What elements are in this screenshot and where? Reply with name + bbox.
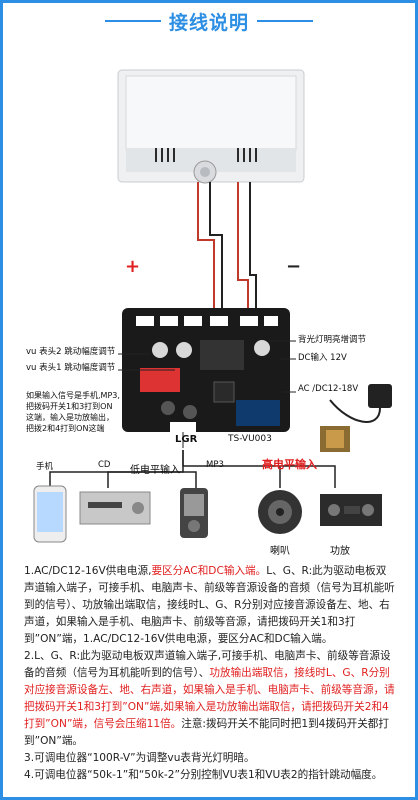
driver-board bbox=[122, 308, 290, 432]
minus-sign: − bbox=[286, 256, 301, 277]
transformer bbox=[320, 426, 350, 452]
instructions: 1.AC/DC12-16V供电电源,要区分AC和DC输入端。L、G、R:此为驱动… bbox=[24, 563, 396, 784]
signal-lines bbox=[49, 450, 336, 488]
amplifier-device bbox=[320, 494, 382, 526]
amplifier-label: 功放 bbox=[330, 546, 350, 557]
mp3-player bbox=[180, 488, 208, 538]
title-row: 接线说明 bbox=[0, 8, 418, 34]
instruction-2-b: 功放输出端取信，接线时L、G、R分别对应接音源设备左、地、右声道，如果输入是手机… bbox=[24, 667, 395, 730]
lgr-label: LGR bbox=[175, 434, 198, 445]
wiring-svg: + − bbox=[33, 69, 392, 543]
instruction-1: 1.AC/DC12-16V供电电源,要区分AC和DC输入端。L、G、R:此为驱动… bbox=[24, 563, 396, 648]
dc-input-label: DC输入 12V bbox=[298, 353, 347, 363]
wires bbox=[197, 182, 257, 310]
phone-label: 手机 bbox=[36, 462, 54, 472]
title-line-left bbox=[104, 20, 161, 22]
low-level-label: 低电平输入 bbox=[130, 465, 180, 476]
speaker-label: 喇叭 bbox=[270, 546, 290, 557]
phone-device bbox=[33, 485, 67, 543]
instruction-2-c: 注意:拨码开关不能同时把1到4拨码开关都打到”ON”端。 bbox=[24, 718, 389, 747]
cd-player bbox=[79, 491, 151, 525]
vu1-label: vu 表头1 跳动幅度调节 bbox=[26, 363, 116, 373]
switch-note: 如果输入信号是手机,MP3,把拨码开关1和3打到ON这端，输入是功放输出，把拨2… bbox=[26, 391, 120, 433]
ac-input-label: AC /DC12-18V bbox=[298, 384, 359, 394]
high-level-label: 高电平输入 bbox=[262, 458, 317, 471]
cd-label: CD bbox=[98, 460, 111, 470]
pointer-lines bbox=[118, 340, 296, 448]
page-title: 接线说明 bbox=[168, 11, 249, 34]
instruction-3: 3.可调电位器“100R-V”为调整vu表背光灯明暗。 bbox=[24, 752, 255, 764]
backlight-label: 背光灯明亮增调节 bbox=[298, 335, 367, 345]
instruction-1-c: L、G、R:此为驱动电板双声道输入端子，可接手机、电脑声卡、前级等音源设备的音频… bbox=[24, 565, 395, 645]
plus-sign: + bbox=[125, 256, 140, 277]
wiring-diagram: + − bbox=[0, 40, 418, 560]
instruction-2: 2.L、G、R:此为驱动电板双声道输入端子,可接手机、电脑声卡、前级等音源设备的… bbox=[24, 648, 396, 750]
mp3-label: MP3 bbox=[206, 460, 224, 470]
board-name: TS-VU003 bbox=[228, 434, 272, 444]
vu2-label: vu 表头2 跳动幅度调节 bbox=[26, 347, 116, 357]
instruction-2-a: 2.L、G、R:此为驱动电板双声道输入端子,可接手机、电脑声卡、前级等音源设备的… bbox=[24, 650, 391, 679]
instruction-1-a: 1.AC/DC12-16V供电电源, bbox=[24, 565, 152, 577]
power-adapter bbox=[329, 384, 392, 423]
instruction-4: 4.可调电位器“50k-1”和“50k-2”分别控制VU表1和VU表2的指针跳动… bbox=[24, 769, 383, 781]
instruction-1-b: 要区分AC和DC输入端。 bbox=[151, 565, 267, 577]
vu-meter bbox=[117, 69, 305, 184]
title-line-right bbox=[257, 20, 313, 22]
speaker-device bbox=[258, 490, 302, 534]
